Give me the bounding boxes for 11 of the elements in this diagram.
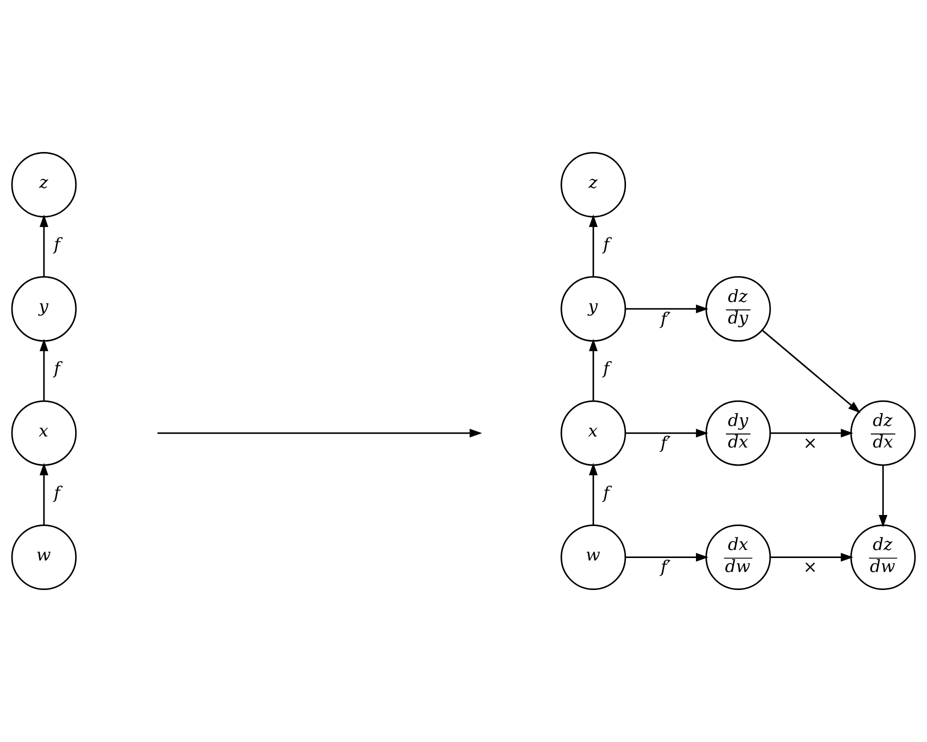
edge-label: f′ [660, 308, 671, 328]
edge-label: f [54, 358, 60, 378]
edge-label: f′ [660, 556, 671, 577]
edge-label: f [603, 482, 610, 502]
edge-label: f [54, 482, 60, 502]
edge-label: f [603, 234, 610, 254]
edge-label: × [803, 556, 818, 577]
edge-label: f [54, 234, 60, 254]
edge-label: × [803, 432, 818, 453]
edge-label: f′ [660, 432, 671, 453]
edge-label: f [603, 358, 610, 378]
